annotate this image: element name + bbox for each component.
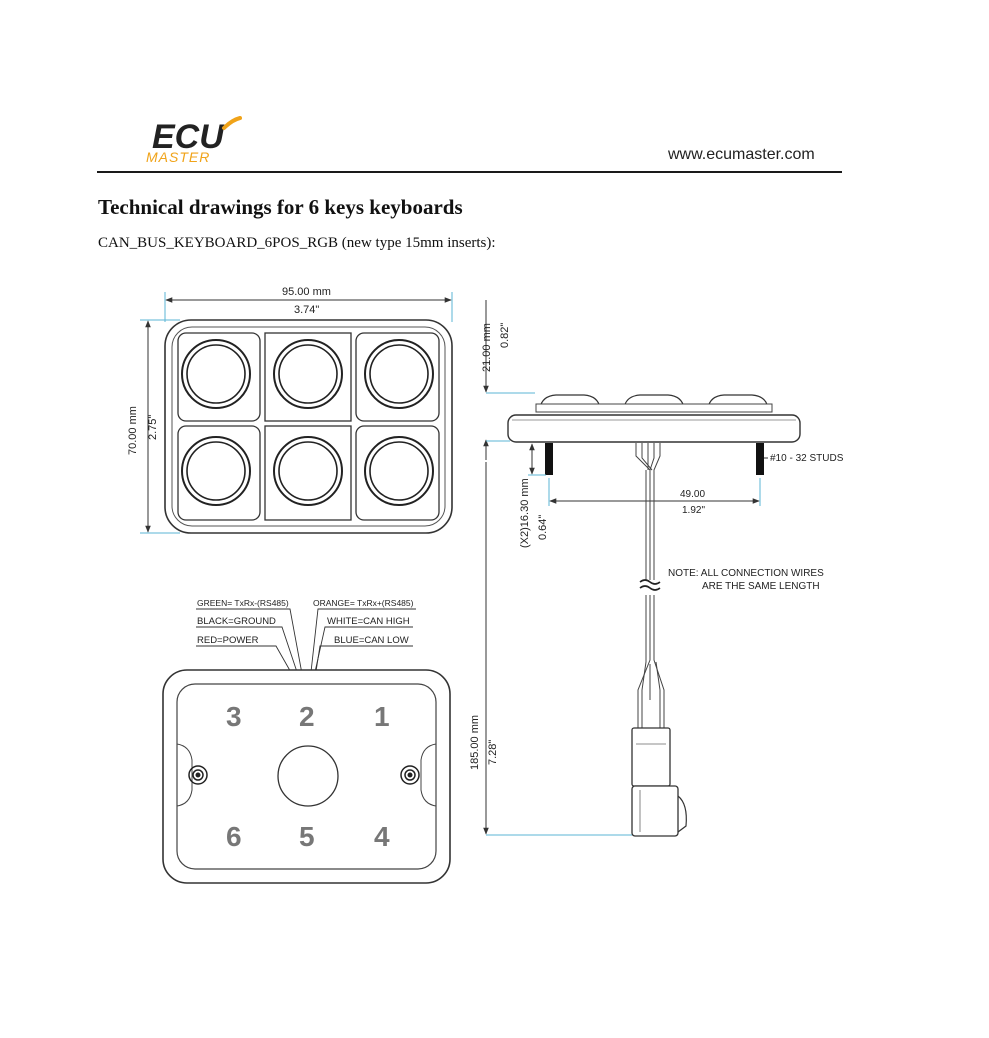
depth-mm-label: 21.00 mm xyxy=(481,323,493,372)
center-cable-hole xyxy=(277,745,339,807)
legend-red: RED=POWER xyxy=(197,635,259,646)
logo-swoosh xyxy=(222,116,242,130)
key-number-6: 6 xyxy=(226,821,242,852)
key-button-inner xyxy=(278,441,338,501)
cable-length-mm-label: 185.00 mm xyxy=(469,715,481,770)
front-body-inner xyxy=(171,326,446,527)
key-button xyxy=(181,436,251,506)
ecumaster-logo: ECU MASTER xyxy=(146,116,242,165)
key-grid xyxy=(177,332,440,521)
back-view: 3 2 1 6 5 4 xyxy=(162,669,451,884)
website-url[interactable]: www.ecumaster.com xyxy=(668,146,815,163)
legend-green: GREEN= TxRx-(RS485) xyxy=(197,598,289,608)
depth-in-label: 0.82" xyxy=(499,323,511,348)
width-mm-label: 95.00 mm xyxy=(282,286,331,298)
right-stud xyxy=(756,443,764,475)
side-body-profile xyxy=(507,414,801,443)
legend-black: BLACK=GROUND xyxy=(197,616,276,627)
key-button xyxy=(273,436,343,506)
side-key-bases xyxy=(535,403,773,413)
key-button-inner xyxy=(369,344,429,404)
key-button-inner xyxy=(369,441,429,501)
connector-body xyxy=(631,727,671,787)
stud-spacing-in-label: 1.92" xyxy=(682,505,705,516)
key-number-4: 4 xyxy=(374,821,390,852)
height-in-label: 2.75" xyxy=(147,415,159,440)
stud-length-in-label: 0.64" xyxy=(537,515,549,540)
stud-length-mm-label: (X2)16.30 mm xyxy=(519,478,531,548)
width-in-label: 3.74" xyxy=(294,304,319,316)
key-button xyxy=(364,436,434,506)
cable-length-in-label: 7.28" xyxy=(487,740,499,765)
key-button-inner xyxy=(278,344,338,404)
front-view: 95.00 mm 3.74" 70.00 mm 2.75" xyxy=(127,286,453,534)
connector-tab xyxy=(677,795,687,833)
left-stud xyxy=(545,443,553,475)
key-cell xyxy=(177,425,261,521)
key-button xyxy=(181,339,251,409)
side-view: 21.00 mm 0.82" #10 - 32 STUDS 49.00 1.92… xyxy=(469,300,844,837)
key-button xyxy=(273,339,343,409)
wire-note-line1: NOTE: ALL CONNECTION WIRES xyxy=(668,568,824,579)
key-number-1: 1 xyxy=(374,701,390,732)
right-mount-screw xyxy=(400,765,420,785)
logo-sub-text: MASTER xyxy=(146,149,210,165)
key-number-3: 3 xyxy=(226,701,242,732)
key-button-inner xyxy=(186,441,246,501)
header-divider xyxy=(97,171,842,173)
wire-bundle xyxy=(635,443,665,728)
back-body-inner xyxy=(176,683,437,870)
key-buttons xyxy=(181,339,434,506)
connector-latch xyxy=(631,785,679,837)
logo-main-text: ECU xyxy=(152,118,225,156)
key-button-inner xyxy=(186,344,246,404)
stud-label: #10 - 32 STUDS xyxy=(770,453,844,464)
height-mm-label: 70.00 mm xyxy=(127,406,139,455)
key-number-5: 5 xyxy=(299,821,315,852)
legend-blue: BLUE=CAN LOW xyxy=(334,635,409,646)
wire-note-line2: ARE THE SAME LENGTH xyxy=(702,581,820,592)
key-button xyxy=(364,339,434,409)
cable-break-symbol xyxy=(639,579,661,591)
stud-spacing-mm-label: 49.00 xyxy=(680,489,705,500)
key-number-2: 2 xyxy=(299,701,315,732)
left-mount-screw xyxy=(188,765,208,785)
legend-orange: ORANGE= TxRx+(RS485) xyxy=(313,598,414,608)
document-subtitle: CAN_BUS_KEYBOARD_6POS_RGB (new type 15mm… xyxy=(98,235,496,251)
document-title: Technical drawings for 6 keys keyboards xyxy=(98,195,463,219)
legend-white: WHITE=CAN HIGH xyxy=(327,616,410,627)
back-body-recess xyxy=(176,743,437,807)
